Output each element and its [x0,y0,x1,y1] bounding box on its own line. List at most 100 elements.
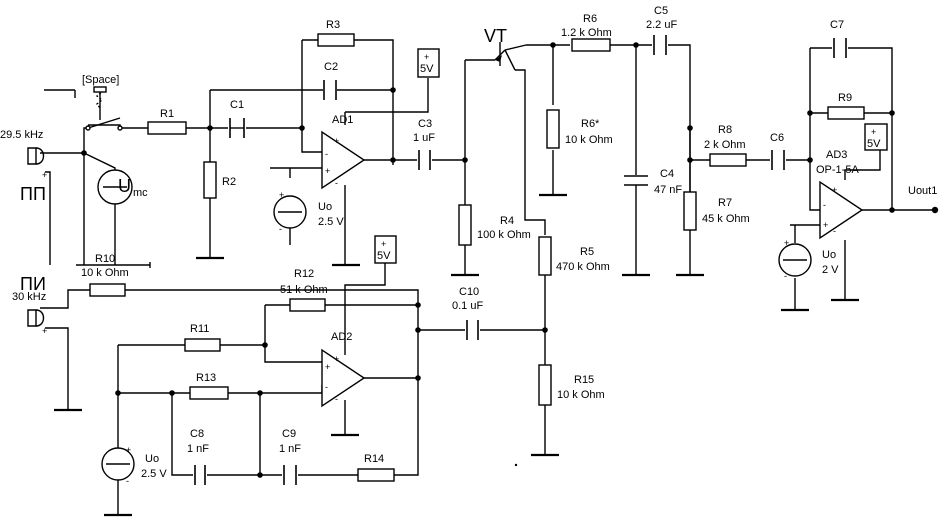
svg-text:R15: R15 [574,374,594,386]
svg-text:1 nF: 1 nF [187,443,209,455]
pp-label: ПП [20,184,46,204]
capacitor-c6 [771,150,785,170]
svg-text:R6*: R6* [581,118,600,130]
capacitor-c9 [283,465,297,485]
svg-text:+: + [823,220,828,230]
svg-text:C7: C7 [830,19,844,31]
ad3-label: AD3 [826,149,847,161]
svg-text:+: + [381,239,386,249]
svg-text:-: - [833,226,836,236]
svg-text:C3: C3 [418,118,432,130]
svg-text:2.2 uF: 2.2 uF [646,19,677,31]
capacitor-c4 [624,175,648,186]
space-switch: [Space] [82,74,123,131]
dc-source-u2: + - Uo 2.5 V [101,445,167,486]
resistor-r6 [571,38,611,52]
source-plus-2: + [42,326,47,336]
capacitors [194,35,847,485]
resistor-r11 [184,338,221,352]
signal-source-30khz: ПИ 30 kHz + [12,274,47,336]
svg-text:10 k Ohm: 10 k Ohm [81,267,129,279]
svg-text:1 uF: 1 uF [413,132,435,144]
capacitor-c3 [418,150,431,170]
resistors: R1 R2 R3 R4 100 k Ohm R5 470 k Ohm R6 1.… [81,13,865,482]
svg-text:C1: C1 [230,99,244,111]
svg-text:5V: 5V [420,63,434,75]
svg-text:R8: R8 [718,124,732,136]
opamp-ad3: + - + - AD3 OP-1-5A [816,149,864,240]
switch-label: [Space] [82,74,119,86]
u3-value: 2 V [822,264,839,276]
ad2-label: AD2 [331,331,352,343]
resistor-r8 [709,153,747,167]
svg-text:10 k Ohm: 10 k Ohm [565,134,613,146]
svg-text:-: - [335,178,338,188]
svg-text:C2: C2 [324,61,338,73]
capacitor-c1 [229,118,245,138]
dc-source-u3: + - Uo 2 V [778,238,839,281]
svg-text:100 k Ohm: 100 k Ohm [477,229,531,241]
svg-text:R10: R10 [95,253,115,265]
resistor-r3 [317,33,355,47]
svg-text:+: + [325,362,330,372]
resistor-r7 [683,191,697,231]
svg-text:C8: C8 [190,428,204,440]
svg-text:C4: C4 [660,168,674,180]
resistor-r15 [538,364,552,406]
freq-label-29-5khz: 29.5 kHz [0,129,43,141]
svg-text:-: - [784,271,787,281]
output-label: Uout1 [908,185,937,197]
wires [40,39,935,516]
svg-text:-: - [823,200,826,210]
power-box-ad1: + 5V [417,48,440,78]
resistor-r1 [147,121,187,135]
svg-text:R9: R9 [838,92,852,104]
capacitor-c10 [466,320,479,340]
svg-text:-: - [325,382,328,392]
svg-text:10 k Ohm: 10 k Ohm [557,389,605,401]
svg-text:-: - [126,476,129,486]
svg-text:C9: C9 [282,428,296,440]
capacitor-c5 [653,35,667,55]
u1-value: 2.5 V [318,216,344,228]
svg-text:-: - [279,224,282,234]
svg-text:+: + [424,52,429,62]
capacitor-c7 [833,38,847,58]
svg-text:R12: R12 [294,268,314,280]
resistor-r2 [203,161,217,199]
svg-text:R4: R4 [500,215,514,227]
svg-text:51 k Ohm: 51 k Ohm [280,284,328,296]
svg-text:R5: R5 [580,246,594,258]
u3-name: Uo [822,249,836,261]
op-model-label: OP-1-5A [816,164,859,176]
resistor-r4 [458,204,472,246]
resistor-r13 [189,386,229,400]
svg-text:5V: 5V [867,138,881,150]
svg-text:2 k Ohm: 2 k Ohm [704,139,746,151]
svg-text:+: + [325,166,330,176]
svg-text:C6: C6 [770,132,784,144]
resistor-r5 [538,236,552,276]
svg-text:0.1 uF: 0.1 uF [452,300,483,312]
stray-dot [514,463,518,467]
signal-source-29khz: 29.5 kHz ПП + [0,129,47,204]
svg-text:+: + [871,127,876,137]
svg-text:C5: C5 [654,5,668,17]
source-plus: + [42,170,47,180]
u2-value: 2.5 V [141,468,167,480]
svg-text:R1: R1 [160,108,174,120]
resistor-r14 [357,468,395,482]
svg-text:-: - [335,394,338,404]
svg-text:R13: R13 [196,372,216,384]
u1-name: Uo [318,201,332,213]
umc-source: U mc [97,169,148,205]
pi-label: ПИ [20,274,46,294]
freq-label-30khz: 30 kHz [12,291,46,303]
svg-text:47 nF: 47 nF [654,184,682,196]
svg-text:-: - [325,149,328,159]
power-box-ad3: + 5V [864,123,888,151]
svg-text:R7: R7 [718,197,732,209]
svg-text:C10: C10 [459,286,479,298]
